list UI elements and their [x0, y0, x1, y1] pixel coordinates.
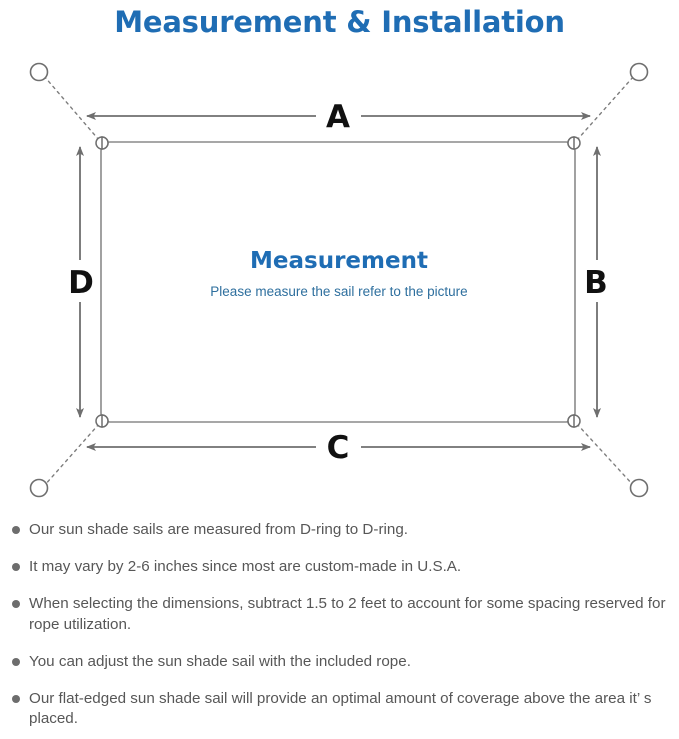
diagram-center-heading: Measurement: [250, 248, 428, 274]
sail-body: [100, 141, 576, 423]
note-text: Our flat-edged sun shade sail will provi…: [29, 690, 652, 728]
notes-list: Our sun shade sails are measured from D-…: [0, 520, 679, 730]
list-item: You can adjust the sun shade sail with t…: [0, 652, 679, 672]
list-item: Our flat-edged sun shade sail will provi…: [0, 689, 679, 729]
note-text: When selecting the dimensions, subtract …: [29, 595, 666, 633]
diagram-center-subtext: Please measure the sail refer to the pic…: [210, 284, 467, 299]
list-item: It may vary by 2-6 inches since most are…: [0, 557, 679, 577]
bullet-icon: [12, 695, 20, 704]
measurement-diagram: A C D B Measurement Please measure the s…: [0, 44, 679, 514]
rope-bottom-left: [43, 423, 100, 487]
anchor-top-right-icon: [629, 62, 649, 82]
dimension-label-a: A: [326, 99, 350, 135]
list-item: When selecting the dimensions, subtract …: [0, 594, 679, 634]
rope-top-right: [576, 75, 635, 141]
page-title: Measurement & Installation: [114, 5, 565, 39]
rope-top-left: [43, 75, 100, 141]
bullet-icon: [12, 600, 20, 609]
bullet-icon: [12, 563, 20, 572]
note-text: You can adjust the sun shade sail with t…: [29, 652, 411, 670]
dimension-label-b: B: [584, 265, 608, 301]
anchor-top-left-icon: [29, 62, 49, 82]
bullet-icon: [12, 657, 20, 666]
dimension-label-c: C: [327, 430, 350, 466]
anchor-bottom-left-icon: [29, 478, 49, 498]
dimension-label-d: D: [68, 265, 94, 301]
bullet-icon: [12, 526, 20, 534]
anchor-bottom-right-icon: [629, 478, 649, 498]
note-text: It may vary by 2-6 inches since most are…: [29, 558, 462, 576]
note-text: Our sun shade sails are measured from D-…: [29, 521, 408, 538]
rope-bottom-right: [576, 423, 635, 487]
list-item: Our sun shade sails are measured from D-…: [0, 520, 679, 540]
